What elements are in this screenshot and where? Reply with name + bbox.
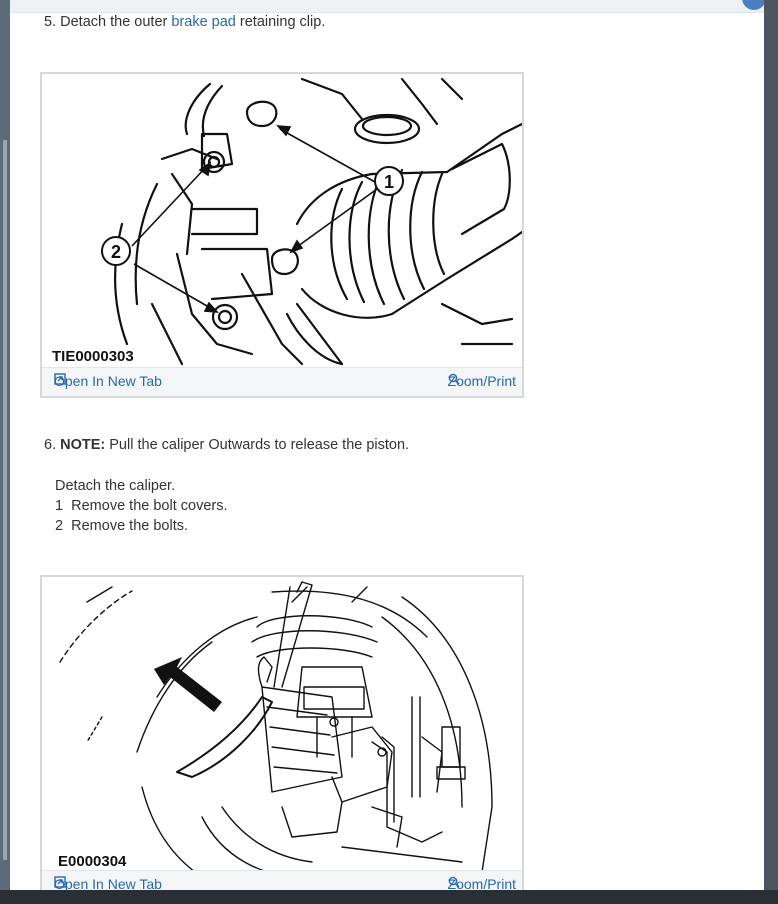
top-toolbar-strip — [10, 0, 764, 13]
figure-e0000304: E0000304 Open In New Tab Zoom/Print — [40, 575, 524, 901]
caliper-removal-illustration — [59, 581, 493, 877]
substep-text: Remove the bolts. — [71, 518, 189, 534]
window-bottom-edge — [0, 890, 778, 904]
callout-1: 1 — [384, 172, 394, 192]
step-6-note: 6. NOTE: Pull the caliper Outwards to re… — [44, 437, 409, 453]
note-label: NOTE: — [60, 437, 106, 453]
step-6-title: Detach the caliper. — [55, 478, 176, 494]
figure-toolbar: Open In New Tab Zoom/Print — [42, 367, 522, 396]
zoom-print-link[interactable]: Zoom/Print — [448, 876, 516, 892]
open-new-tab-icon — [54, 876, 66, 888]
caliper-bolt-cover-illustration: 1 2 — [101, 77, 522, 366]
user-avatar[interactable] — [742, 0, 766, 10]
substep-number: 2 — [55, 518, 64, 534]
note-text: Pull the caliper Outwards to release the… — [105, 437, 410, 453]
step-text-post: retaining clip. — [235, 14, 326, 30]
callout-2: 2 — [111, 242, 121, 262]
open-tab-label: Open In New Tab — [54, 373, 162, 389]
zoom-label: Zoom/Print — [447, 373, 516, 389]
open-new-tab-icon — [54, 373, 66, 385]
figure-id-label: TIE0000303 — [52, 348, 134, 365]
step-number: 6. — [44, 437, 57, 453]
zoom-print-link[interactable]: Zoom/Print — [448, 373, 516, 389]
step-text-pre: Detach the outer — [60, 14, 172, 30]
open-in-new-tab-link[interactable]: Open In New Tab — [54, 373, 162, 389]
brake-pad-link[interactable]: brake pad — [171, 14, 236, 30]
substep-1: 1 Remove the bolt covers. — [55, 498, 228, 514]
step-5-text: 5. Detach the outer brake pad retaining … — [44, 14, 325, 30]
substep-number: 1 — [55, 498, 64, 514]
window-left-edge — [0, 0, 10, 904]
substep-2: 2 Remove the bolts. — [55, 518, 188, 534]
step-number: 5. — [44, 14, 57, 30]
substep-text: Remove the bolt covers. — [71, 498, 228, 514]
window-right-edge — [764, 0, 778, 904]
figure-id-label: E0000304 — [58, 853, 127, 870]
magnifier-icon — [448, 876, 460, 888]
magnifier-icon — [448, 373, 460, 385]
figure-tie0000303: 1 2 TIE0000303 Open In New Tab Zoom/Prin… — [40, 72, 524, 398]
open-tab-label: Open In New Tab — [54, 876, 162, 892]
zoom-label: Zoom/Print — [447, 876, 516, 892]
open-in-new-tab-link[interactable]: Open In New Tab — [54, 876, 162, 892]
